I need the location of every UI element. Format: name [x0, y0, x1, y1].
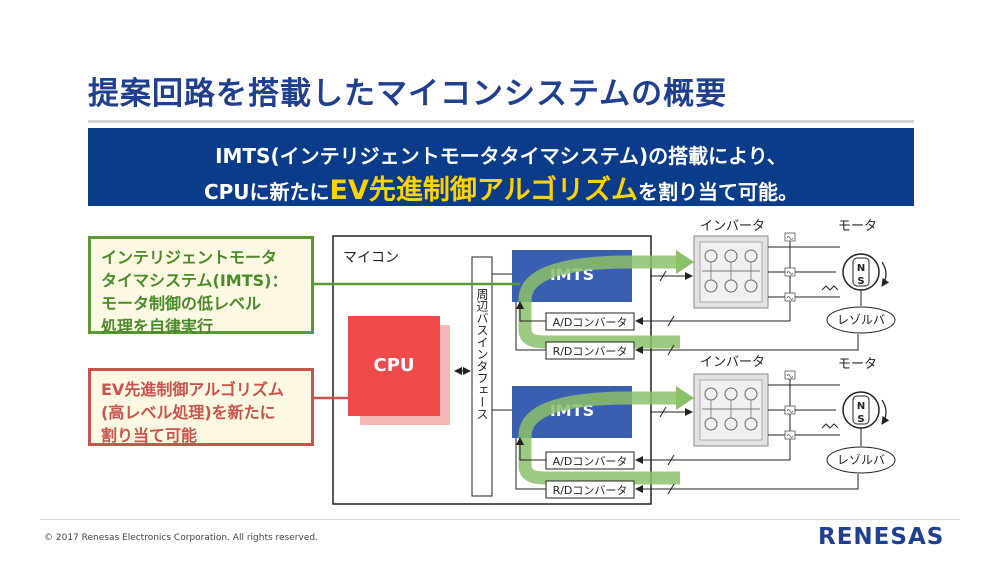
motor-pole-n-top: N — [857, 263, 865, 274]
inverter-label-top: インバータ — [700, 219, 765, 234]
imts-callout-line-3: モータ制御の低レベル — [101, 294, 262, 313]
motor-pole-s-bottom: S — [857, 414, 864, 425]
pwm-slash-top — [659, 270, 667, 282]
rdc-input-bottom — [635, 474, 859, 493]
current-sensor-2-bottom — [784, 405, 796, 415]
inverter-bottom — [693, 373, 769, 447]
pwm-slash-bottom — [659, 406, 667, 418]
page-title: 提案回路を搭載したマイコンシステムの概要 — [88, 76, 728, 112]
current-sensor-3-top — [784, 292, 796, 302]
motor-coil-top — [821, 285, 839, 291]
motor-label-bottom: モータ — [838, 357, 877, 372]
resolver-label-top: レゾルバ — [837, 313, 885, 327]
banner-suffix: を割り当て可能。 — [638, 180, 799, 204]
banner-highlight: EV先進制御アルゴリズム — [329, 175, 639, 206]
rdc-label-top: R/Dコンバータ — [553, 345, 628, 358]
title-divider — [88, 120, 914, 123]
imts-callout-line-4: 処理を自律実行 — [101, 317, 214, 336]
imts-flow-arrowhead-bottom — [676, 386, 694, 410]
adc-imts-link-top — [516, 301, 546, 322]
adc-label-bottom: A/Dコンバータ — [553, 455, 628, 468]
rdc-input-slash-bottom — [667, 483, 675, 495]
rdc-input-slash-top — [667, 344, 675, 356]
inverter-label-bottom: インバータ — [700, 355, 765, 370]
rdc-imts-link-bottom — [515, 438, 546, 490]
imts-callout: インテリジェントモータ タイマシステム(IMTS)： モータ制御の低レベル 処理… — [88, 236, 314, 336]
cpu-label: CPU — [373, 355, 414, 376]
imts-flow-arrowhead-top — [676, 250, 694, 274]
current-sensor-2-top — [784, 267, 796, 277]
resolver-bottom — [826, 446, 896, 474]
motor-rotor-bottom — [852, 395, 870, 425]
imts-flow-arrow-top — [518, 255, 680, 349]
banner-line-1: IMTS(インテリジェントモータタイマシステム)の搭載により、 — [215, 144, 787, 168]
adc-label-top: A/Dコンバータ — [553, 316, 628, 329]
ev-callout-line-1: EV先進制御アルゴリズム — [101, 380, 284, 399]
current-sensor-1-top — [784, 232, 796, 242]
current-sensor-3-bottom — [784, 430, 796, 440]
imts-callout-line-1: インテリジェントモータ — [101, 248, 278, 267]
renesas-logo: RENESAS — [818, 524, 945, 550]
motor-rotation-arrow-bottom — [881, 399, 890, 425]
inverter-top — [693, 235, 769, 309]
summary-banner: IMTS(インテリジェントモータタイマシステム)の搭載により、 CPUに新たにE… — [88, 128, 914, 206]
ev-callout-line-3: 割り当て可能 — [101, 426, 198, 445]
bus-interface — [471, 256, 493, 497]
banner-prefix: CPUに新たに — [203, 180, 330, 204]
motor-pole-n-bottom: N — [857, 401, 865, 412]
adc-input-slash-bottom — [667, 454, 675, 466]
ev-callout: EV先進制御アルゴリズム (高レベル処理)を新たに 割り当て可能 — [88, 368, 314, 446]
banner-line-2: CPUに新たにEV先進制御アルゴリズムを割り当て可能。 — [88, 168, 914, 207]
current-sensor-1-bottom — [784, 370, 796, 380]
motor-rotor-top — [852, 257, 870, 287]
rdc-label-bottom: R/Dコンバータ — [553, 484, 628, 497]
copyright-text: © 2017 Renesas Electronics Corporation. … — [44, 533, 318, 543]
footer-divider — [40, 519, 960, 520]
resolver-label-bottom: レゾルバ — [837, 453, 885, 467]
mcu-label: マイコン — [343, 250, 399, 266]
motor-pole-s-top: S — [857, 276, 864, 287]
adc-imts-link-bottom — [516, 437, 546, 461]
rdc-imts-link-top — [515, 302, 546, 351]
rdc-input-top — [635, 334, 859, 354]
adc-input-slash-top — [667, 315, 675, 327]
bus-label: 周辺バスインタフェース — [475, 288, 489, 420]
motor-rotation-arrow-top — [881, 261, 890, 287]
motor-coil-bottom — [821, 423, 839, 429]
cpu-block — [348, 316, 440, 416]
imts-callout-line-2: タイマシステム(IMTS)： — [101, 271, 288, 290]
imts-flow-arrow-bottom — [518, 391, 680, 485]
resolver-top — [826, 306, 896, 334]
ev-callout-line-2: (高レベル処理)を新たに — [101, 403, 276, 422]
motor-label-top: モータ — [838, 219, 877, 234]
